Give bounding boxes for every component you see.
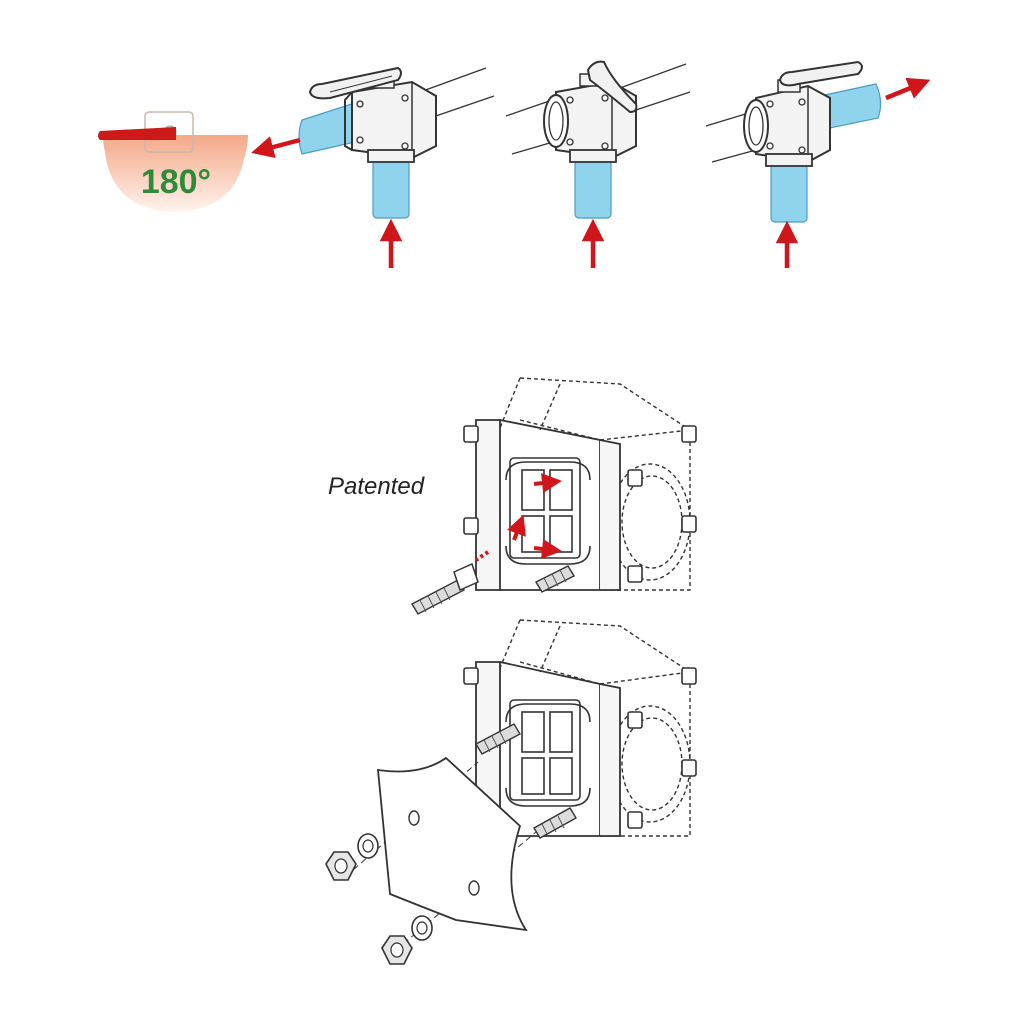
valve-position-1 (251, 66, 495, 268)
stud-upper (475, 723, 521, 755)
flow-arrow-out-1 (251, 136, 301, 159)
indicator-handle-icon (98, 127, 176, 140)
valve-body-1 (351, 80, 437, 160)
bolt-right (535, 565, 575, 593)
patented-label: Patented (328, 473, 425, 500)
assembly-view-top (411, 377, 697, 615)
valve-position-2 (505, 60, 691, 268)
inlet-pipe-3 (770, 163, 808, 223)
indicator-angle-label: 180° (141, 163, 211, 201)
washer-upper (357, 833, 379, 859)
valve-handle-3 (778, 60, 863, 87)
valve-position-3 (705, 60, 931, 268)
assembly-view-bottom (325, 619, 697, 965)
nut-upper (325, 851, 357, 881)
stud-lower (533, 807, 577, 839)
mounting-plate (376, 756, 528, 932)
inlet-pipe-2 (574, 159, 612, 219)
nut-lower (381, 935, 413, 965)
indicator-badge-bowl (104, 136, 246, 212)
valve-handle-2 (586, 60, 638, 114)
outlet-pipe-right (819, 83, 882, 131)
flow-arrow-out-3 (885, 77, 931, 101)
bolt-left (411, 562, 479, 615)
inlet-pipe-1 (372, 159, 410, 219)
washer-lower (411, 915, 433, 941)
rotation-indicator: 180° (98, 111, 248, 212)
bolt-slide-arrows (474, 473, 562, 562)
